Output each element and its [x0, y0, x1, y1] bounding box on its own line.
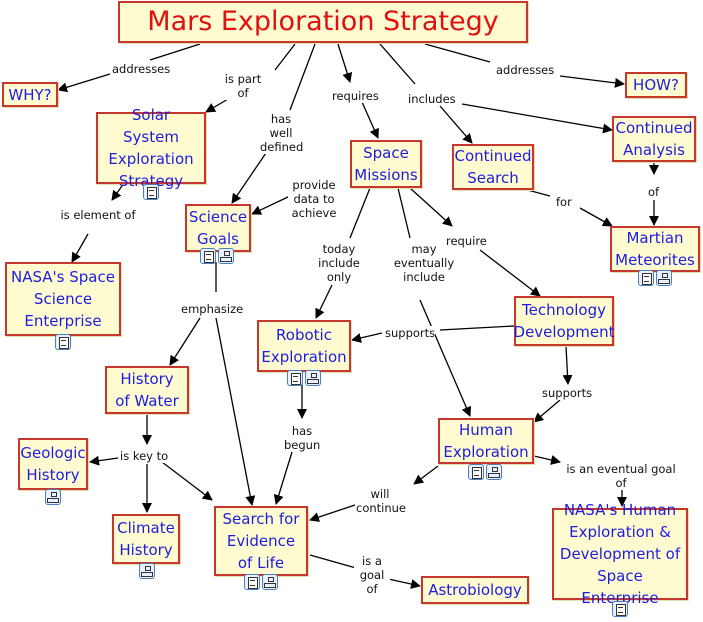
node-solar-system-exploration-strategy[interactable]: Solar System Exploration Strategy	[96, 106, 206, 190]
document-icon[interactable]	[244, 574, 260, 590]
node-nasa-human-exploration-enterprise[interactable]: NASA's Human Exploration & Development o…	[552, 501, 688, 607]
link-label: require	[446, 234, 487, 248]
link-label: includes	[408, 92, 456, 106]
link-label: provide data to achieve	[288, 178, 340, 220]
edge	[149, 43, 201, 61]
concept-map-icon[interactable]	[305, 370, 321, 386]
link-label: is a goal of	[354, 554, 390, 596]
concept-map-icon[interactable]	[486, 464, 502, 480]
link-label: supports	[385, 326, 436, 340]
link-label: may eventually include	[392, 242, 456, 284]
link-label: has well defined	[260, 112, 304, 154]
document-icon[interactable]	[638, 270, 654, 286]
concept-map-icon[interactable]	[218, 248, 234, 264]
link-label: supports	[542, 386, 593, 400]
link-label: requires	[332, 89, 379, 103]
document-icon[interactable]	[55, 334, 71, 350]
node-why[interactable]: WHY?	[2, 82, 58, 107]
document-icon[interactable]	[612, 601, 628, 617]
link-label: emphasize	[181, 302, 244, 316]
node-mars-exploration-strategy[interactable]: Mars Exploration Strategy	[118, 1, 528, 43]
node-search-for-evidence-of-life[interactable]: Search for Evidence of Life	[214, 506, 308, 576]
node-continued-search[interactable]: Continued Search	[452, 144, 534, 190]
document-icon[interactable]	[200, 248, 216, 264]
node-nasa-space-science-enterprise[interactable]: NASA's Space Science Enterprise	[5, 262, 121, 336]
node-martian-meteorites[interactable]: Martian Meteorites	[610, 226, 700, 272]
link-label: today include only	[316, 242, 362, 284]
concept-map-icon[interactable]	[656, 270, 672, 286]
concept-map-icon[interactable]	[139, 563, 155, 579]
document-icon[interactable]	[287, 370, 303, 386]
concept-map-icon[interactable]	[45, 489, 61, 505]
node-technology-development[interactable]: Technology Development	[514, 296, 615, 346]
node-continued-analysis[interactable]: Continued Analysis	[612, 116, 696, 162]
link-label: has begun	[284, 424, 321, 452]
node-science-goals[interactable]: Science Goals	[185, 204, 251, 252]
document-icon[interactable]	[143, 184, 159, 200]
link-label: is an eventual goal of	[566, 462, 676, 490]
link-label: will continue	[356, 487, 407, 515]
node-astrobiology[interactable]: Astrobiology	[421, 576, 529, 604]
node-space-missions[interactable]: Space Missions	[350, 140, 422, 188]
node-climate-history[interactable]: Climate History	[112, 514, 180, 564]
link-label: addresses	[112, 62, 171, 76]
link-label: for	[556, 195, 572, 209]
node-human-exploration[interactable]: Human Exploration	[438, 418, 534, 464]
document-icon[interactable]	[468, 464, 484, 480]
node-robotic-exploration[interactable]: Robotic Exploration	[257, 320, 351, 372]
link-label: addresses	[496, 63, 555, 77]
node-geologic-history[interactable]: Geologic History	[18, 438, 88, 490]
link-label: is element of	[60, 208, 136, 222]
link-label: is key to	[120, 449, 169, 463]
node-history-of-water[interactable]: History of Water	[105, 366, 189, 414]
link-label: is part of	[224, 72, 262, 100]
node-how[interactable]: HOW?	[625, 72, 687, 98]
link-label: of	[648, 185, 660, 199]
concept-map-icon[interactable]	[262, 574, 278, 590]
